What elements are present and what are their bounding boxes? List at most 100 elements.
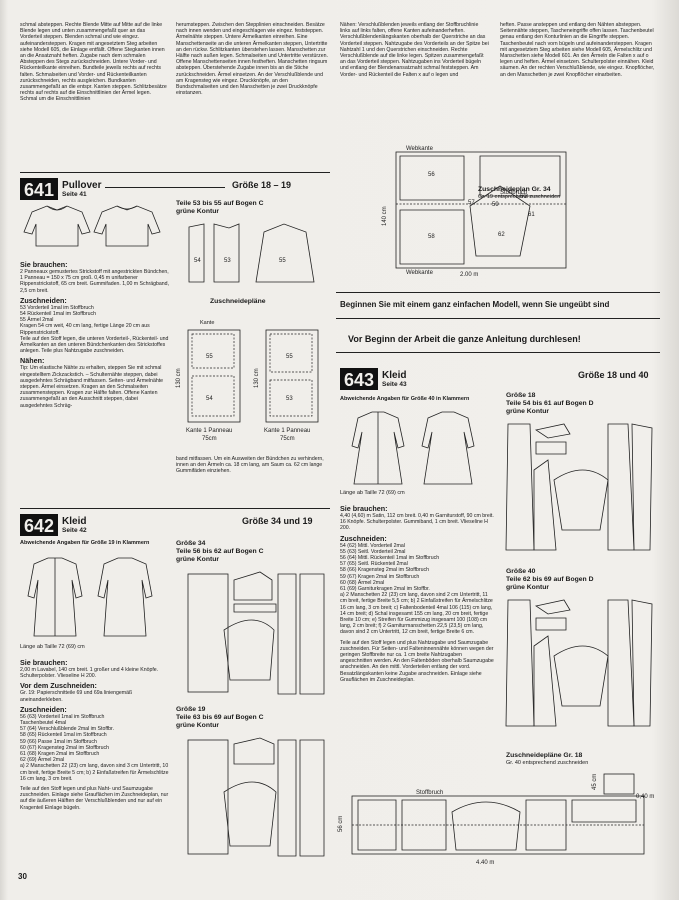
- m642-gr19-pieces: [187, 737, 325, 857]
- m641-plans-title: Zuschneidepläne: [210, 298, 266, 305]
- section-body: 54 (62) Mittl. Vorderteil 2mal 55 (63) S…: [340, 542, 493, 636]
- m643-gr40-pieces: [505, 599, 653, 727]
- piece-label: 59: [492, 202, 499, 208]
- m641-text: Sie brauchen: 2 Panneaux gemustertes Str…: [20, 258, 170, 409]
- section-heading: Zuschneiden:: [340, 533, 387, 543]
- banner-rule: [336, 352, 660, 354]
- piece-label: 54: [206, 396, 213, 402]
- m642-gr19-l2: grüne Kontur: [176, 722, 220, 729]
- section-heading: Sie brauchen:: [20, 260, 68, 269]
- banner-beginner: Beginnen Sie mit einem ganz einfachen Mo…: [340, 300, 610, 309]
- section-body: Teile auf den Stoff legen und plus Nahtz…: [340, 639, 494, 683]
- dimension-label: 140 cm: [382, 206, 388, 226]
- text-col3-top: Nähen: Verschlußblenden jeweils entlang …: [340, 22, 489, 78]
- model-title: Kleid: [382, 369, 407, 381]
- m641-sheet-l1: Teile 53 bis 55 auf Bogen C: [176, 200, 264, 207]
- section-body: Gr. 19: Papierschnitteile 69 und 69a lin…: [20, 690, 133, 703]
- m642-gr34: Größe 34: [176, 540, 206, 547]
- plan34-diagram: 56 58 57 59 60 61 62 140 cm Webkante Web…: [382, 146, 567, 278]
- m643-abw: Abweichende Angaben für Größe 40 in Klam…: [340, 396, 470, 402]
- model-642-header: 642 Kleid Seite 42: [20, 514, 87, 536]
- banner-rule: [336, 318, 660, 320]
- piece-label: 57: [468, 200, 475, 206]
- dimension-label: 130 cm: [254, 368, 260, 388]
- piece-label: 53: [224, 258, 231, 264]
- m643-cutting-plan: 56 cm 4.40 m Stoffbruch 0,40 m 45 cm: [338, 773, 654, 866]
- text-col4-top: heften. Passe ansteppen und entlang den …: [500, 22, 655, 78]
- dimension-label: 56 cm: [338, 816, 344, 832]
- model-number: 641: [20, 178, 59, 200]
- piece-label: 60: [520, 194, 527, 200]
- m643-gr40-l2: grüne Kontur: [506, 584, 550, 591]
- m642-length: Länge ab Taille 72 (69) cm: [20, 644, 85, 650]
- banner-read-first: Vor Beginn der Arbeit die ganze Anleitun…: [348, 334, 581, 344]
- webkante-label: Webkante: [406, 146, 434, 152]
- model-641-sizes: Größe 18 – 19: [232, 180, 292, 190]
- text-col2-top: herumsteppen. Zwischen den Stepplinien e…: [176, 22, 328, 97]
- m643-gr40: Größe 40: [506, 568, 536, 575]
- section-body: 4,40 (4,60) m Satin, 112 cm breit. 0,40 …: [340, 513, 494, 532]
- section-body: 2 Panneaux gemustertes Strickstoff mit a…: [20, 269, 169, 294]
- m643-gr18-l2: grüne Kontur: [506, 408, 550, 415]
- kante-label: Kante: [200, 320, 215, 326]
- m641-text-cont: band mitfassen. Um ein Ausweiten der Bün…: [176, 456, 324, 475]
- model-number: 642: [20, 514, 59, 536]
- stoffbruch-label: Stoffbruch: [500, 190, 527, 196]
- model-title: Kleid: [62, 515, 87, 527]
- kante-label: Kante 1 Panneau: [264, 428, 310, 434]
- dimension-label: 130 cm: [176, 368, 182, 388]
- kante-label: Kante 1 Panneau: [186, 428, 232, 434]
- piece-label: 62: [498, 232, 505, 238]
- section-body: Teile auf den Stoff legen und plus Naht-…: [20, 786, 169, 811]
- m643-plans-sub: Gr. 40 entsprechend zuschneiden: [506, 760, 589, 766]
- plan34-sub: Gr. 19 entsprechend zuschneiden: [478, 194, 561, 200]
- model-page: Seite 43: [382, 380, 407, 388]
- section-heading: Zuschneiden:: [20, 704, 67, 714]
- m643-gr18-pieces: [505, 423, 653, 551]
- m643-gr18-l1: Teile 54 bis 61 auf Bogen D: [506, 400, 594, 407]
- m642-gr34-pieces: [187, 571, 325, 695]
- m643-gr18: Größe 18: [506, 392, 536, 399]
- model-page: Seite 42: [62, 526, 87, 534]
- model-643-header: 643 Kleid Seite 43: [340, 368, 407, 390]
- model-642-sizes: Größe 34 und 19: [242, 516, 313, 526]
- m641-pattern-pieces: 54 53 55: [188, 223, 315, 283]
- model-title: Pullover: [62, 179, 102, 191]
- piece-label: 54: [194, 258, 201, 264]
- piece-label: 53: [286, 396, 293, 402]
- dimension-label: 2.00 m: [460, 272, 478, 278]
- piece-label: 55: [206, 354, 213, 360]
- sweater-illustration: [23, 205, 161, 247]
- plan34-title: Zuschneideplan Gr. 34: [478, 186, 551, 193]
- dimension-label: 75cm: [202, 436, 217, 442]
- banner-rule: [336, 292, 660, 294]
- section-heading: Sie brauchen:: [340, 504, 388, 513]
- piece-label: 58: [428, 234, 435, 240]
- page-number: 30: [18, 872, 27, 881]
- m643-length: Länge ab Taille 72 (69) cm: [340, 490, 405, 496]
- m642-gr19-l1: Teile 63 bis 69 auf Bogen C: [176, 714, 264, 721]
- section-body: 53 Vorderteil 1mal im Stoffbruch 54 Rück…: [20, 304, 169, 355]
- divider-642: [20, 508, 330, 510]
- piece-label: 55: [279, 258, 286, 264]
- dress-643-illustration: [351, 411, 475, 485]
- m642-gr19: Größe 19: [176, 706, 206, 713]
- webkante-label: Webkante: [406, 270, 434, 276]
- m641-cutting-plan: 55 54 55 53 130 cm 130 cm Kante 1 Pannea…: [176, 329, 319, 442]
- m643-gr40-l1: Teile 62 bis 69 auf Bogen D: [506, 576, 594, 583]
- dimension-label: 0,40 m: [636, 794, 654, 800]
- section-heading: Nähen:: [20, 356, 45, 366]
- m642-gr34-l2: grüne Kontur: [176, 556, 220, 563]
- piece-label: 55: [286, 354, 293, 360]
- model-number: 643: [340, 368, 379, 390]
- m641-sheet-l2: grüne Kontur: [176, 208, 220, 215]
- m643-text: Sie brauchen: 4,40 (4,60) m Satin, 112 c…: [340, 502, 495, 683]
- m642-gr34-l1: Teile 56 bis 62 auf Bogen C: [176, 548, 264, 555]
- section-heading: Zuschneiden:: [20, 295, 67, 305]
- dress-642-illustration: [27, 557, 153, 637]
- text-col1-top: schmal absteppen. Rechte Blende Mitte au…: [20, 22, 167, 103]
- model-page: Seite 41: [62, 190, 87, 198]
- header-rule: [105, 187, 225, 188]
- stoffbruch-label: Stoffbruch: [416, 790, 443, 796]
